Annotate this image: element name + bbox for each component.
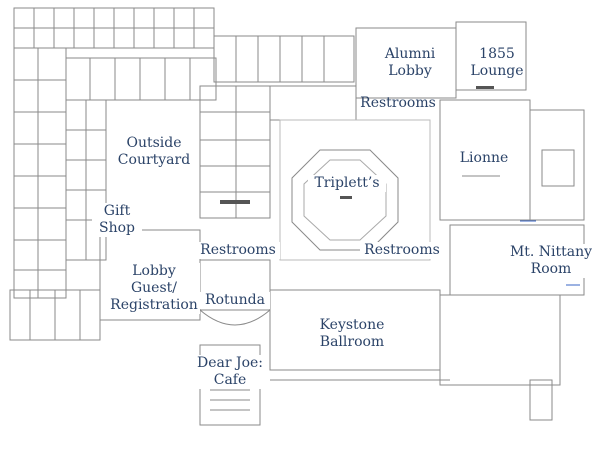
keystone-ballroom-line-1: Keystone	[319, 317, 385, 333]
lobby-registration-line-1: Lobby	[132, 263, 176, 279]
dear-joe-cafe-label: Dear Joe: Cafe	[194, 355, 266, 389]
outside-courtyard-line-1: Outside	[126, 135, 182, 151]
lower-area	[9, 229, 561, 426]
lobby-registration-label: Lobby Guest/ Registration	[108, 263, 200, 314]
tripletts-label: Triplett’s	[308, 175, 386, 192]
mt-nittany-line-1: Mt. Nittany	[509, 244, 593, 260]
rotunda-label: Rotunda	[200, 292, 270, 309]
gift-shop-line-1: Gift	[103, 203, 131, 219]
mt-nittany-room-label: Mt. Nittany Room	[508, 244, 594, 278]
keystone-ballroom-label: Keystone Ballroom	[312, 317, 392, 351]
restrooms-left-label: Restrooms	[196, 242, 280, 259]
lionne-text: Lionne	[459, 150, 509, 166]
tripletts-text: Triplett’s	[314, 175, 380, 191]
gift-shop-line-2: Shop	[99, 220, 135, 236]
lounge-1855-line-1: 1855	[479, 46, 515, 62]
restrooms-left-text: Restrooms	[200, 242, 276, 258]
restrooms-mid-label: Restrooms	[360, 242, 444, 259]
restrooms-top-label: Restrooms	[356, 95, 440, 112]
left-room-wing	[13, 47, 107, 299]
rotunda-text: Rotunda	[205, 292, 265, 308]
top-room-wing	[13, 7, 355, 101]
restrooms-mid-text: Restrooms	[364, 242, 440, 258]
lounge-1855-label: 1855 Lounge	[462, 46, 532, 80]
alumni-lobby-label: Alumni Lobby	[378, 46, 442, 80]
outside-courtyard-line-2: Courtyard	[117, 152, 191, 168]
restrooms-top-text: Restrooms	[360, 95, 436, 111]
center-room-column	[199, 85, 357, 219]
alumni-lobby-line-2: Lobby	[388, 63, 432, 79]
lionne-label: Lionne	[452, 150, 516, 167]
lobby-registration-line-3: Registration	[110, 297, 198, 313]
outside-courtyard-label: Outside Courtyard	[116, 135, 192, 169]
lounge-1855-line-2: Lounge	[470, 63, 524, 79]
alumni-lobby-line-1: Alumni	[384, 46, 436, 62]
dear-joe-cafe-line-2: Cafe	[213, 372, 247, 388]
mt-nittany-line-2: Room	[530, 261, 572, 277]
keystone-ballroom-line-2: Ballroom	[319, 334, 385, 350]
dear-joe-cafe-line-1: Dear Joe:	[196, 355, 264, 371]
lobby-registration-line-2: Guest/	[130, 280, 177, 296]
gift-shop-label: Gift Shop	[92, 203, 142, 237]
